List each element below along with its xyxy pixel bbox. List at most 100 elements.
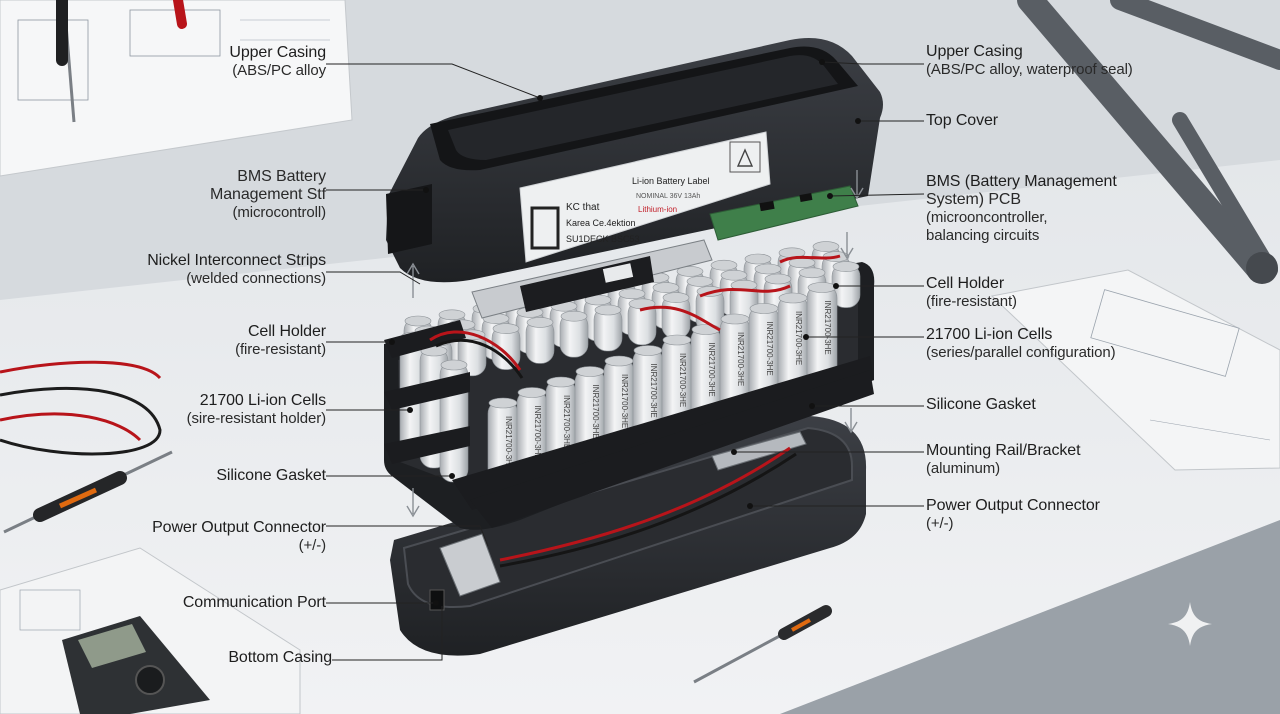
label-subtitle: (+/-)	[298, 537, 327, 554]
holder-frame-front	[384, 320, 874, 528]
arrow-up-icon	[406, 262, 420, 298]
bottom-casing	[390, 416, 867, 656]
label-title: Upper Casing	[926, 43, 1023, 60]
li-ion-cell	[627, 298, 657, 346]
upper-casing: KC that Karea Ce.4ektion SU1DECK BSC53 L…	[386, 38, 883, 283]
screwdriver-icon	[693, 605, 832, 684]
li-ion-cell: INR21700-3HE	[777, 292, 809, 404]
cell-marking: INR21700-3HE	[649, 364, 658, 418]
label-title: Nickel Interconnect Strips	[147, 252, 326, 269]
cell-marking: INR21700-3HE	[591, 385, 600, 439]
label-text: KC that	[566, 202, 600, 213]
label-power-left: Power Output Connector (+/-)	[120, 519, 326, 555]
arrow-down-icon	[850, 170, 864, 200]
label-title: BMS Battery	[237, 168, 326, 185]
label-subtitle: (welded connections)	[186, 270, 326, 287]
label-title-line2: System) PCB	[926, 191, 1021, 208]
li-ion-cell	[661, 292, 691, 339]
label-subtitle: (fire-resistant)	[235, 341, 326, 358]
multimeter-icon	[62, 616, 210, 714]
label-cell-holder-right: Cell Holder (fire-resistant)	[926, 275, 1017, 311]
li-ion-cell	[559, 310, 589, 358]
label-title: Silicone Gasket	[926, 396, 1036, 413]
label-cell-holder-left: Cell Holder (fire-resistant)	[170, 323, 326, 359]
label-title: Silicone Gasket	[216, 467, 326, 484]
label-text: NOMINAL 36V 13Ah	[636, 193, 700, 200]
screwdriver-icon	[3, 450, 173, 534]
label-text: Lithium-ion	[638, 205, 677, 214]
label-upper-casing-left: Upper Casing (ABS/PC alloy	[180, 44, 326, 80]
cell-marking: INR21700-3HE	[823, 301, 832, 355]
label-comm-left: Communication Port	[150, 594, 326, 612]
mounting-rail	[711, 431, 807, 471]
screwdriver-icon	[56, 0, 187, 123]
label-title: Upper Casing	[229, 44, 326, 61]
cell-marking: INR21700-3HE	[736, 332, 745, 386]
label-subtitle-line2: balancing circuits	[926, 227, 1040, 244]
power-connector-icon	[439, 533, 501, 597]
label-title: Power Output Connector	[152, 519, 326, 536]
label-subtitle: (aluminum)	[926, 460, 1001, 477]
label-gasket-right: Silicone Gasket	[926, 396, 1036, 414]
arrow-down-icon	[844, 408, 858, 434]
label-top-cover-right: Top Cover	[926, 112, 998, 130]
label-subtitle: (ABS/PC alloy	[232, 62, 326, 79]
cell-marking: INR21700-3HE	[620, 374, 629, 428]
label-subtitle: (microoncontroller,	[926, 209, 1048, 226]
sparkle-icon	[1168, 602, 1212, 646]
label-subtitle: (fire-resistant)	[926, 293, 1017, 310]
test-leads	[0, 360, 162, 456]
label-title: Bottom Casing	[228, 649, 332, 666]
label-bms-left: BMS Battery Management Stf (microcontrol…	[150, 168, 326, 222]
cell-marking: INR21700-3HE	[678, 353, 687, 407]
bms-pcb	[709, 185, 859, 241]
label-title: Top Cover	[926, 112, 999, 129]
leader-dots	[389, 59, 861, 606]
casing-handle	[386, 184, 432, 254]
label-cells-left: 21700 Li-ion Cells (sire-resistant holde…	[160, 392, 327, 428]
label-cells-right: 21700 Li-ion Cells (series/parallel conf…	[926, 326, 1116, 362]
label-title: 21700 Li-ion Cells	[199, 392, 326, 409]
label-title: BMS (Battery Management	[926, 173, 1117, 190]
cell-marking: INR21700-3HE	[533, 406, 542, 460]
explode-arrows	[406, 170, 864, 518]
label-subtitle: (+/-)	[926, 515, 954, 532]
leader-lines	[326, 61, 925, 661]
label-upper-casing-right: Upper Casing (ABS/PC alloy, waterproof s…	[926, 43, 1133, 79]
label-subtitle: (ABS/PC alloy, waterproof seal)	[926, 61, 1133, 78]
cell-marking: INR21700-3HE	[765, 322, 774, 376]
bike-frame	[1017, 0, 1280, 284]
label-title: Cell Holder	[247, 323, 326, 340]
label-bottom-left: Bottom Casing	[160, 649, 332, 667]
label-title: Power Output Connector	[926, 497, 1100, 514]
communication-port-icon	[429, 589, 445, 611]
li-ion-cell	[525, 317, 555, 364]
label-rail-right: Mounting Rail/Bracket (aluminum)	[926, 442, 1081, 478]
label-subtitle: (microcontroll)	[232, 204, 326, 221]
label-title: Mounting Rail/Bracket	[926, 442, 1081, 459]
recycle-icon	[729, 141, 761, 173]
blueprint-sheet-right	[990, 269, 1280, 471]
nickel-interconnect-strips	[471, 239, 713, 319]
label-title-line2: Management Stf	[210, 186, 326, 203]
arrow-down-icon	[840, 232, 854, 260]
label-title: Communication Port	[182, 594, 326, 611]
label-gasket-left: Silicone Gasket	[170, 467, 326, 485]
label-text: SU1DECK BSC53	[566, 234, 640, 244]
label-bms-right: BMS (Battery Management System) PCB (mic…	[926, 173, 1117, 245]
label-nickel-left: Nickel Interconnect Strips (welded conne…	[110, 252, 326, 288]
label-power-right: Power Output Connector (+/-)	[926, 497, 1100, 533]
label-subtitle: (series/parallel configuration)	[926, 344, 1116, 361]
cell-marking: INR21700-3HE	[707, 343, 716, 397]
red-wires	[429, 254, 841, 379]
cell-marking: INR21700-3HE	[504, 416, 513, 470]
li-ion-cell: INR21700-3HE	[806, 282, 838, 393]
label-subtitle: (sire-resistant holder)	[186, 410, 327, 427]
cell-marking: INR21700-3HE	[562, 395, 571, 449]
label-text: Li-ion Battery Label	[632, 176, 710, 186]
label-title: Cell Holder	[926, 275, 1005, 292]
cell-marking: INR21700-3HE	[794, 311, 803, 365]
product-label: KC that Karea Ce.4ektion SU1DECK BSC53 L…	[519, 131, 771, 263]
label-title: 21700 Li-ion Cells	[926, 326, 1053, 343]
